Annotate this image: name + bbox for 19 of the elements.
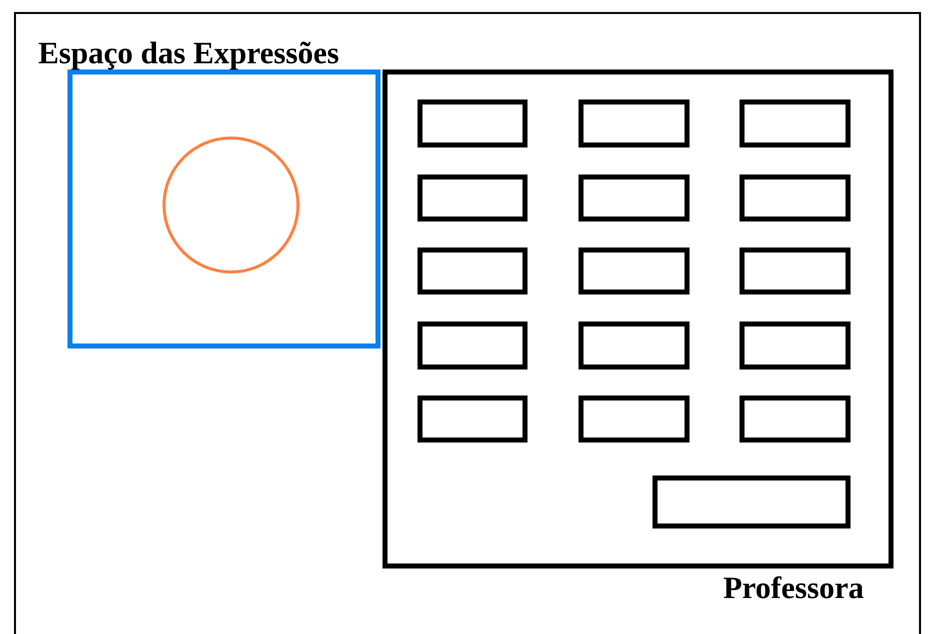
box — [418, 100, 528, 148]
box — [740, 396, 851, 442]
box — [740, 174, 851, 222]
box — [418, 396, 528, 442]
heading: Espaço das Expressões — [38, 42, 338, 70]
box — [578, 174, 690, 222]
box — [578, 322, 690, 370]
heading: Professora — [724, 576, 864, 598]
box — [578, 396, 690, 442]
circle — [162, 136, 300, 274]
box — [418, 174, 528, 222]
box — [740, 322, 851, 370]
box — [578, 248, 690, 294]
box — [652, 476, 851, 528]
box — [740, 248, 851, 294]
box — [740, 100, 851, 148]
box — [578, 100, 690, 148]
box — [418, 322, 528, 370]
box — [418, 248, 528, 294]
